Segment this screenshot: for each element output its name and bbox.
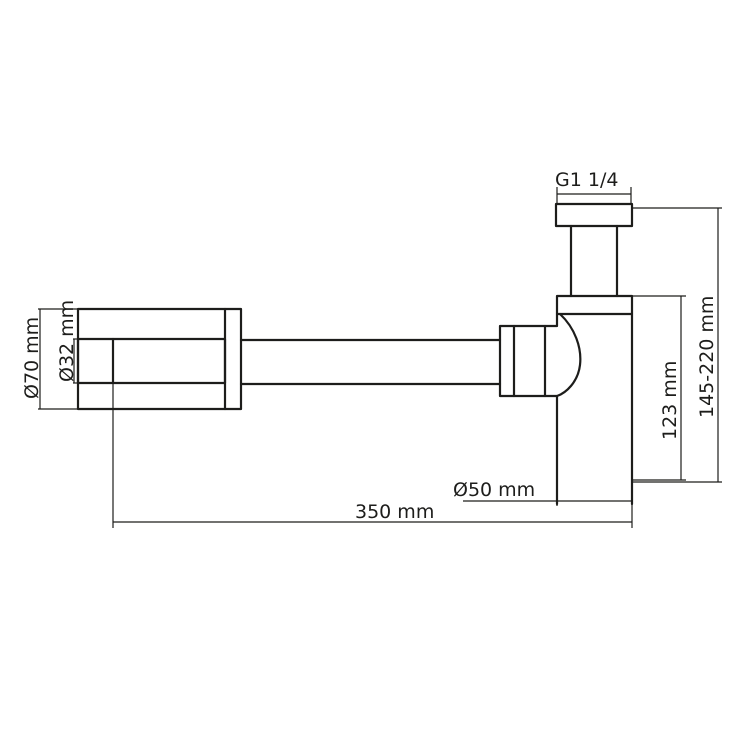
dimension-thread: G1 1/4 [555, 169, 632, 204]
flange-inner-pipe [76, 337, 227, 385]
bottle-trap [543, 202, 634, 506]
bottle-diameter-label: Ø50 mm [453, 479, 535, 501]
dimension-bottle-height: 123 mm [632, 295, 686, 481]
pipe-nut [498, 324, 547, 398]
bottle-collar [555, 294, 634, 316]
dimension-bottle-diameter: Ø50 mm [453, 479, 632, 506]
dimension-outer-diameter: Ø70 mm [21, 308, 78, 410]
bottle-height-label: 123 mm [659, 361, 681, 440]
bottle-curve [555, 312, 582, 398]
wall-flange [76, 307, 243, 411]
bottle-left-wall [543, 312, 559, 506]
dimension-inner-diameter: Ø32 mm [56, 300, 78, 384]
dimension-total-height: 145-220 mm [632, 207, 722, 483]
drain-pipe [239, 324, 547, 398]
flange-outer [76, 307, 243, 411]
outer-diameter-label: Ø70 mm [21, 317, 43, 399]
thread-label: G1 1/4 [555, 169, 618, 191]
total-height-label: 145-220 mm [696, 296, 718, 418]
inner-diameter-label: Ø32 mm [56, 300, 78, 382]
length-label: 350 mm [355, 501, 434, 523]
dimension-length: 350 mm [112, 383, 633, 528]
top-thread-cap [554, 202, 634, 228]
